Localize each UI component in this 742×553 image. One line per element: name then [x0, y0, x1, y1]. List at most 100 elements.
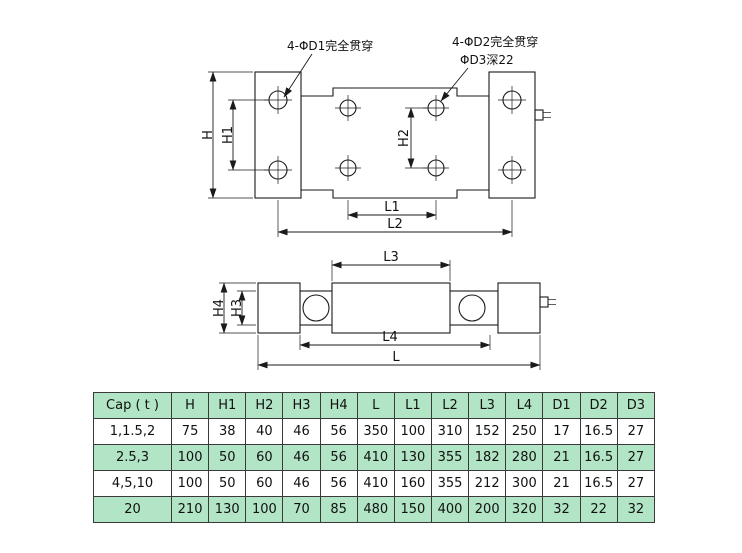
col-header-cap: Cap ( t ) [93, 392, 172, 419]
col-header-l3: L3 [468, 392, 507, 419]
col-header-h3: H3 [282, 392, 321, 419]
cell: 152 [468, 418, 507, 445]
cell: 16.5 [579, 444, 618, 471]
annotation-d3-text: ΦD3深22 [460, 53, 514, 67]
col-header-l2: L2 [430, 392, 470, 419]
cell: 60 [245, 444, 284, 471]
cell: 350 [356, 418, 395, 445]
side-center-section [331, 282, 451, 334]
dim-l1-label: L1 [384, 200, 400, 215]
cell: 210 [170, 496, 210, 523]
cell: 21 [542, 444, 581, 471]
cell: 21 [542, 470, 581, 497]
cell: 182 [468, 444, 507, 471]
cell: 150 [393, 496, 432, 523]
dim-l4-label: L4 [382, 330, 398, 345]
cell: 27 [616, 470, 656, 497]
dim-h1: H1 [221, 99, 268, 171]
annotation-d1: 4-ΦD1完全贯穿 [283, 38, 373, 98]
dim-h4-label: H4 [212, 299, 227, 317]
table-row: 4,5,10 100 50 60 46 56 410 160 355 212 3… [93, 470, 656, 497]
cell: 16.5 [579, 418, 618, 445]
cell: 46 [282, 470, 321, 497]
cell: 75 [170, 418, 210, 445]
cell: 40 [245, 418, 284, 445]
dim-h4: H4 [212, 282, 256, 334]
dim-h: H [201, 71, 253, 199]
col-header-l1: L1 [393, 392, 432, 419]
cell: 56 [319, 444, 358, 471]
cell: 20 [93, 496, 172, 523]
cell: 27 [616, 444, 656, 471]
col-header-d2: D2 [579, 392, 618, 419]
cell: 100 [170, 444, 210, 471]
cell: 100 [170, 470, 210, 497]
col-header-h1: H1 [208, 392, 247, 419]
table-row: 2.5,3 100 50 60 46 56 410 130 355 182 28… [93, 444, 656, 471]
cell: 310 [430, 418, 470, 445]
table-row: 1,1.5,2 75 38 40 46 56 350 100 310 152 2… [93, 418, 656, 445]
cell: 70 [282, 496, 321, 523]
side-right-block [497, 282, 541, 334]
spec-table-wrap: Cap ( t ) H H1 H2 H3 H4 L L1 L2 L3 L4 D1… [93, 392, 656, 523]
dim-l2: L2 [277, 200, 513, 237]
technical-drawing: 4-ΦD1完全贯穿 4-ΦD2完全贯穿 ΦD3深22 H H1 [201, 34, 556, 370]
side-view: L3 L4 L H4 [212, 250, 556, 370]
cell: 46 [282, 418, 321, 445]
cell: 56 [319, 470, 358, 497]
cell: 60 [245, 470, 284, 497]
col-header-d1: D1 [542, 392, 581, 419]
col-header-h4: H4 [319, 392, 358, 419]
cell: 160 [393, 470, 432, 497]
cell: 410 [356, 444, 395, 471]
cell: 38 [208, 418, 247, 445]
dim-l2-label: L2 [387, 217, 403, 232]
cell: 46 [282, 444, 321, 471]
dim-l3: L3 [331, 250, 451, 281]
center-body [300, 87, 490, 199]
cell: 100 [245, 496, 284, 523]
cell: 50 [208, 444, 247, 471]
annotation-d2-d3: 4-ΦD2完全贯穿 ΦD3深22 [440, 34, 538, 102]
cell: 32 [542, 496, 581, 523]
cell: 32 [616, 496, 656, 523]
cell: 280 [505, 444, 544, 471]
cell: 16.5 [579, 470, 618, 497]
cell: 410 [356, 470, 395, 497]
table-header-row: Cap ( t ) H H1 H2 H3 H4 L L1 L2 L3 L4 D1… [93, 392, 656, 419]
dimension-table: Cap ( t ) H H1 H2 H3 H4 L L1 L2 L3 L4 D1… [93, 392, 656, 523]
cell: 200 [468, 496, 507, 523]
dim-h3-label: H3 [230, 299, 245, 317]
cell: 1,1.5,2 [93, 418, 172, 445]
cell: 355 [430, 470, 470, 497]
col-header-d3: D3 [616, 392, 656, 419]
cell: 130 [208, 496, 247, 523]
col-header-l: L [356, 392, 395, 419]
annotation-d1-text: 4-ΦD1完全贯穿 [287, 38, 373, 53]
dim-l4: L4 [299, 330, 491, 350]
cell: 27 [616, 418, 656, 445]
col-header-h: H [170, 392, 210, 419]
cell: 2.5,3 [93, 444, 172, 471]
side-hole-right [458, 294, 486, 322]
cell: 100 [393, 418, 432, 445]
cell: 17 [542, 418, 581, 445]
dim-l3-label: L3 [383, 250, 399, 265]
cell: 22 [579, 496, 618, 523]
cell: 355 [430, 444, 470, 471]
annotation-d2-text: 4-ΦD2完全贯穿 [452, 34, 538, 49]
dim-h2: H2 [397, 107, 427, 169]
side-left-block [257, 282, 301, 334]
cable-connector-side [539, 296, 556, 308]
dim-h3: H3 [230, 290, 256, 326]
dim-l1: L1 [347, 200, 437, 220]
cell: 320 [505, 496, 544, 523]
cell: 130 [393, 444, 432, 471]
dim-h-label: H [201, 130, 216, 140]
cell: 400 [430, 496, 470, 523]
side-hole-left [302, 294, 330, 322]
col-header-l4: L4 [505, 392, 544, 419]
center-holes [335, 95, 449, 181]
top-view: 4-ΦD1完全贯穿 4-ΦD2完全贯穿 ΦD3深22 H H1 [201, 34, 551, 237]
